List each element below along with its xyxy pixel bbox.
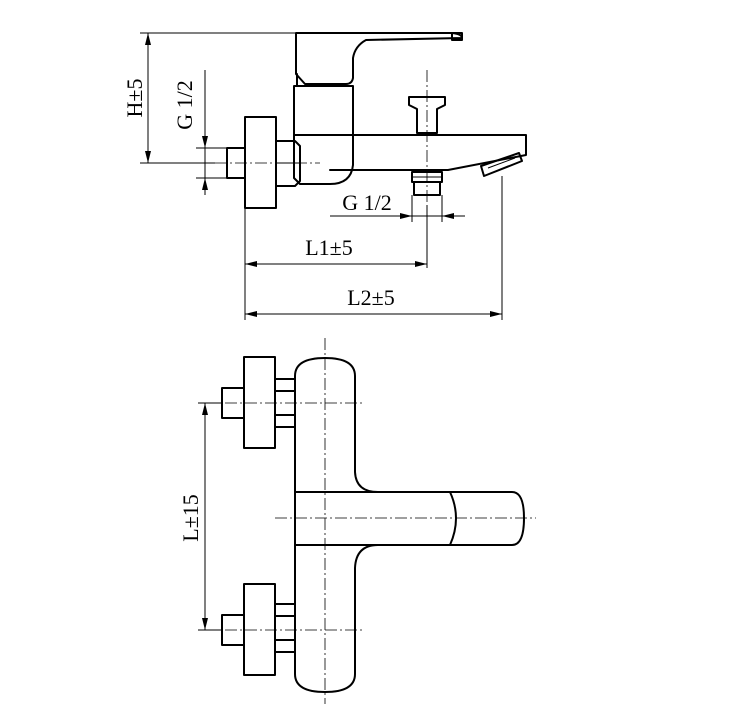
dim-g2-arrow-right: [442, 213, 454, 219]
top-spout-joint: [449, 491, 457, 546]
side-aerator-inner: [487, 157, 516, 169]
dim-h-label: H±5: [122, 79, 147, 118]
top-lower-flange: [243, 583, 276, 676]
dim-h-arrow-top: [145, 33, 151, 45]
top-spout: [294, 491, 525, 546]
dim-g2-arrow-left: [400, 213, 412, 219]
top-view: L±15: [178, 338, 536, 704]
side-union-nut: [275, 140, 301, 187]
dim-g-label: G 1/2: [172, 80, 197, 130]
dim-l2-label: L2±5: [347, 285, 395, 310]
side-wall-flange: [244, 116, 277, 209]
side-cartridge-body: [293, 85, 354, 185]
dim-l2-arrow-left: [245, 311, 257, 317]
dim-g-arrow-top: [202, 136, 208, 148]
top-upper-nut-a: [274, 378, 296, 392]
side-view: H±5 G 1/2 G 1/2 L1±5 L2±5: [122, 32, 527, 320]
side-aerator: [480, 152, 523, 177]
top-upper-nut-c: [274, 414, 296, 428]
dim-g-arrow-bottom: [202, 178, 208, 190]
dim-h-arrow-bottom: [145, 151, 151, 163]
top-lower-nut-b: [274, 615, 296, 641]
top-upper-flange: [243, 356, 276, 449]
dim-l-label: L±15: [178, 494, 203, 542]
top-lower-nut-a: [274, 603, 296, 617]
dim-g2-label: G 1/2: [342, 190, 392, 215]
top-lower-nut-c: [274, 639, 296, 653]
top-main-body: [294, 357, 379, 493]
side-handle-tip: [451, 32, 463, 41]
side-handle-lever: [295, 32, 463, 85]
side-spout: [293, 134, 527, 171]
top-main-body-lower: [294, 544, 379, 693]
side-diverter-knob: [408, 96, 446, 134]
dim-l-arrow-top: [202, 403, 208, 415]
dim-l1-label: L1±5: [305, 235, 353, 260]
dim-l1-arrow-left: [245, 261, 257, 267]
dim-l1-arrow-right: [415, 261, 427, 267]
dim-l-arrow-bottom: [202, 618, 208, 630]
dim-l2-arrow-right: [490, 311, 502, 317]
